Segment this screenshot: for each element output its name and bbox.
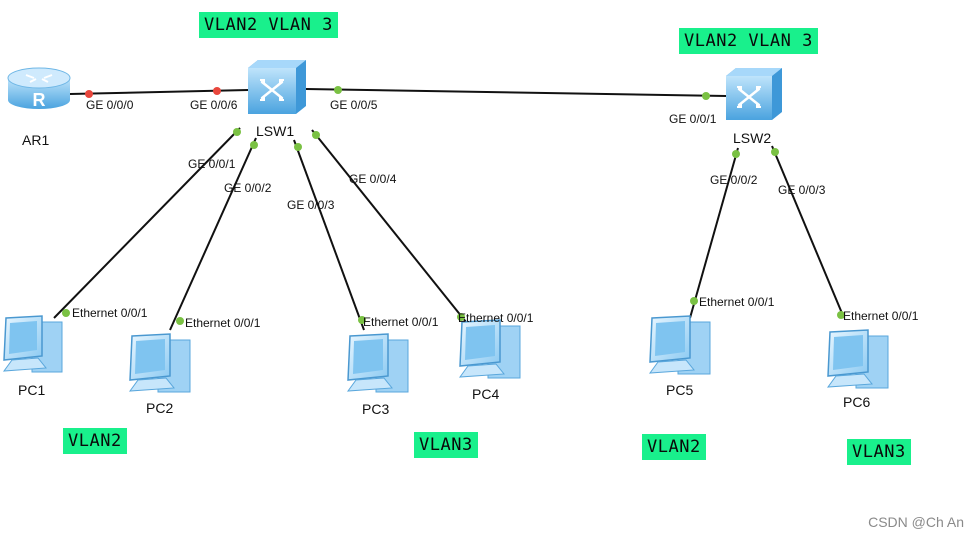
port-dot-lsw2-ge002 — [732, 150, 740, 158]
port-dot-lsw1-ge004 — [312, 131, 320, 139]
port-dot-lsw2-ge003 — [771, 148, 779, 156]
port-label-pc5-eth: Ethernet 0/0/1 — [699, 295, 775, 309]
link-lsw2-pc6[interactable] — [771, 145, 845, 319]
device-name-pc1: PC1 — [18, 382, 46, 398]
port-label-lsw1-ge004: GE 0/0/4 — [349, 172, 397, 186]
port-label-pc2-eth: Ethernet 0/0/1 — [185, 316, 261, 330]
watermark: CSDN @Ch An — [868, 514, 964, 530]
port-dot-lsw1-ge005 — [334, 86, 342, 94]
port-label-lsw1-ge002: GE 0/0/2 — [224, 181, 272, 195]
links — [53, 88, 845, 331]
link-ar1-lsw1[interactable] — [69, 89, 249, 95]
vlan-annotation-lsw2: VLAN2 VLAN 3 — [679, 28, 818, 54]
switch-icon[interactable] — [248, 60, 306, 114]
port-dot-pc6-eth — [837, 311, 845, 319]
port-dot-lsw1-ge001 — [233, 128, 241, 136]
port-label-pc1-eth: Ethernet 0/0/1 — [72, 306, 148, 320]
vlan-annotation-pc34: VLAN3 — [414, 432, 478, 458]
device-name-lsw2: LSW2 — [733, 130, 772, 146]
router-icon[interactable]: R — [7, 67, 71, 110]
vlan-annotation-lsw1: VLAN2 VLAN 3 — [199, 12, 338, 38]
pc-icon[interactable] — [648, 315, 711, 375]
port-dots — [62, 86, 845, 325]
link-lsw1-pc2[interactable] — [169, 137, 257, 331]
port-dot-pc3-eth — [358, 316, 366, 324]
port-dot-ar1-ge000 — [85, 90, 93, 98]
link-lsw1-pc1[interactable] — [53, 127, 241, 319]
device-name-pc5: PC5 — [666, 382, 694, 398]
port-label-lsw1-ge005: GE 0/0/5 — [330, 98, 378, 112]
port-label-pc4-eth: Ethernet 0/0/1 — [458, 311, 534, 325]
port-dot-lsw2-ge001 — [702, 92, 710, 100]
port-label-pc3-eth: Ethernet 0/0/1 — [363, 315, 439, 329]
link-lsw1-pc4[interactable] — [311, 129, 467, 323]
port-dot-lsw1-ge003 — [294, 143, 302, 151]
port-label-lsw2-ge001: GE 0/0/1 — [669, 112, 717, 126]
switch-icon[interactable] — [726, 68, 782, 120]
port-dot-pc4-eth — [457, 313, 465, 321]
pc-icon[interactable] — [458, 319, 521, 379]
device-name-pc3: PC3 — [362, 401, 390, 417]
vlan-annotation-pc6: VLAN3 — [847, 439, 911, 465]
port-label-lsw2-ge003: GE 0/0/3 — [778, 183, 826, 197]
pc-icon[interactable] — [2, 315, 63, 373]
pc-icon[interactable] — [826, 329, 889, 389]
port-dot-lsw1-ge006 — [213, 87, 221, 95]
pc-icon[interactable] — [346, 333, 409, 393]
port-label-ar1-ge000: GE 0/0/0 — [86, 98, 134, 112]
port-dot-lsw1-ge002 — [250, 141, 258, 149]
port-label-lsw1-ge001: GE 0/0/1 — [188, 157, 236, 171]
device-name-lsw1: LSW1 — [256, 123, 295, 139]
vlan-annotation-pc5: VLAN2 — [642, 434, 706, 460]
port-dot-pc1-eth — [62, 309, 70, 317]
device-name-pc6: PC6 — [843, 394, 871, 410]
pc-icon[interactable] — [128, 333, 191, 393]
link-lsw1-lsw2[interactable] — [305, 88, 727, 97]
link-lsw1-pc3[interactable] — [293, 139, 365, 331]
vlan-annotation-pc1: VLAN2 — [63, 428, 127, 454]
port-label-lsw1-ge006: GE 0/0/6 — [190, 98, 238, 112]
device-name-pc2: PC2 — [146, 400, 174, 416]
port-label-lsw1-ge003: GE 0/0/3 — [287, 198, 335, 212]
port-dot-pc5-eth — [690, 297, 698, 305]
link-lsw2-pc5[interactable] — [689, 147, 739, 319]
port-label-pc6-eth: Ethernet 0/0/1 — [843, 309, 919, 323]
svg-text:R: R — [33, 90, 46, 110]
port-dot-pc2-eth — [176, 317, 184, 325]
port-label-lsw2-ge002: GE 0/0/2 — [710, 173, 758, 187]
device-name-ar1: AR1 — [22, 132, 50, 148]
device-name-pc4: PC4 — [472, 386, 500, 402]
